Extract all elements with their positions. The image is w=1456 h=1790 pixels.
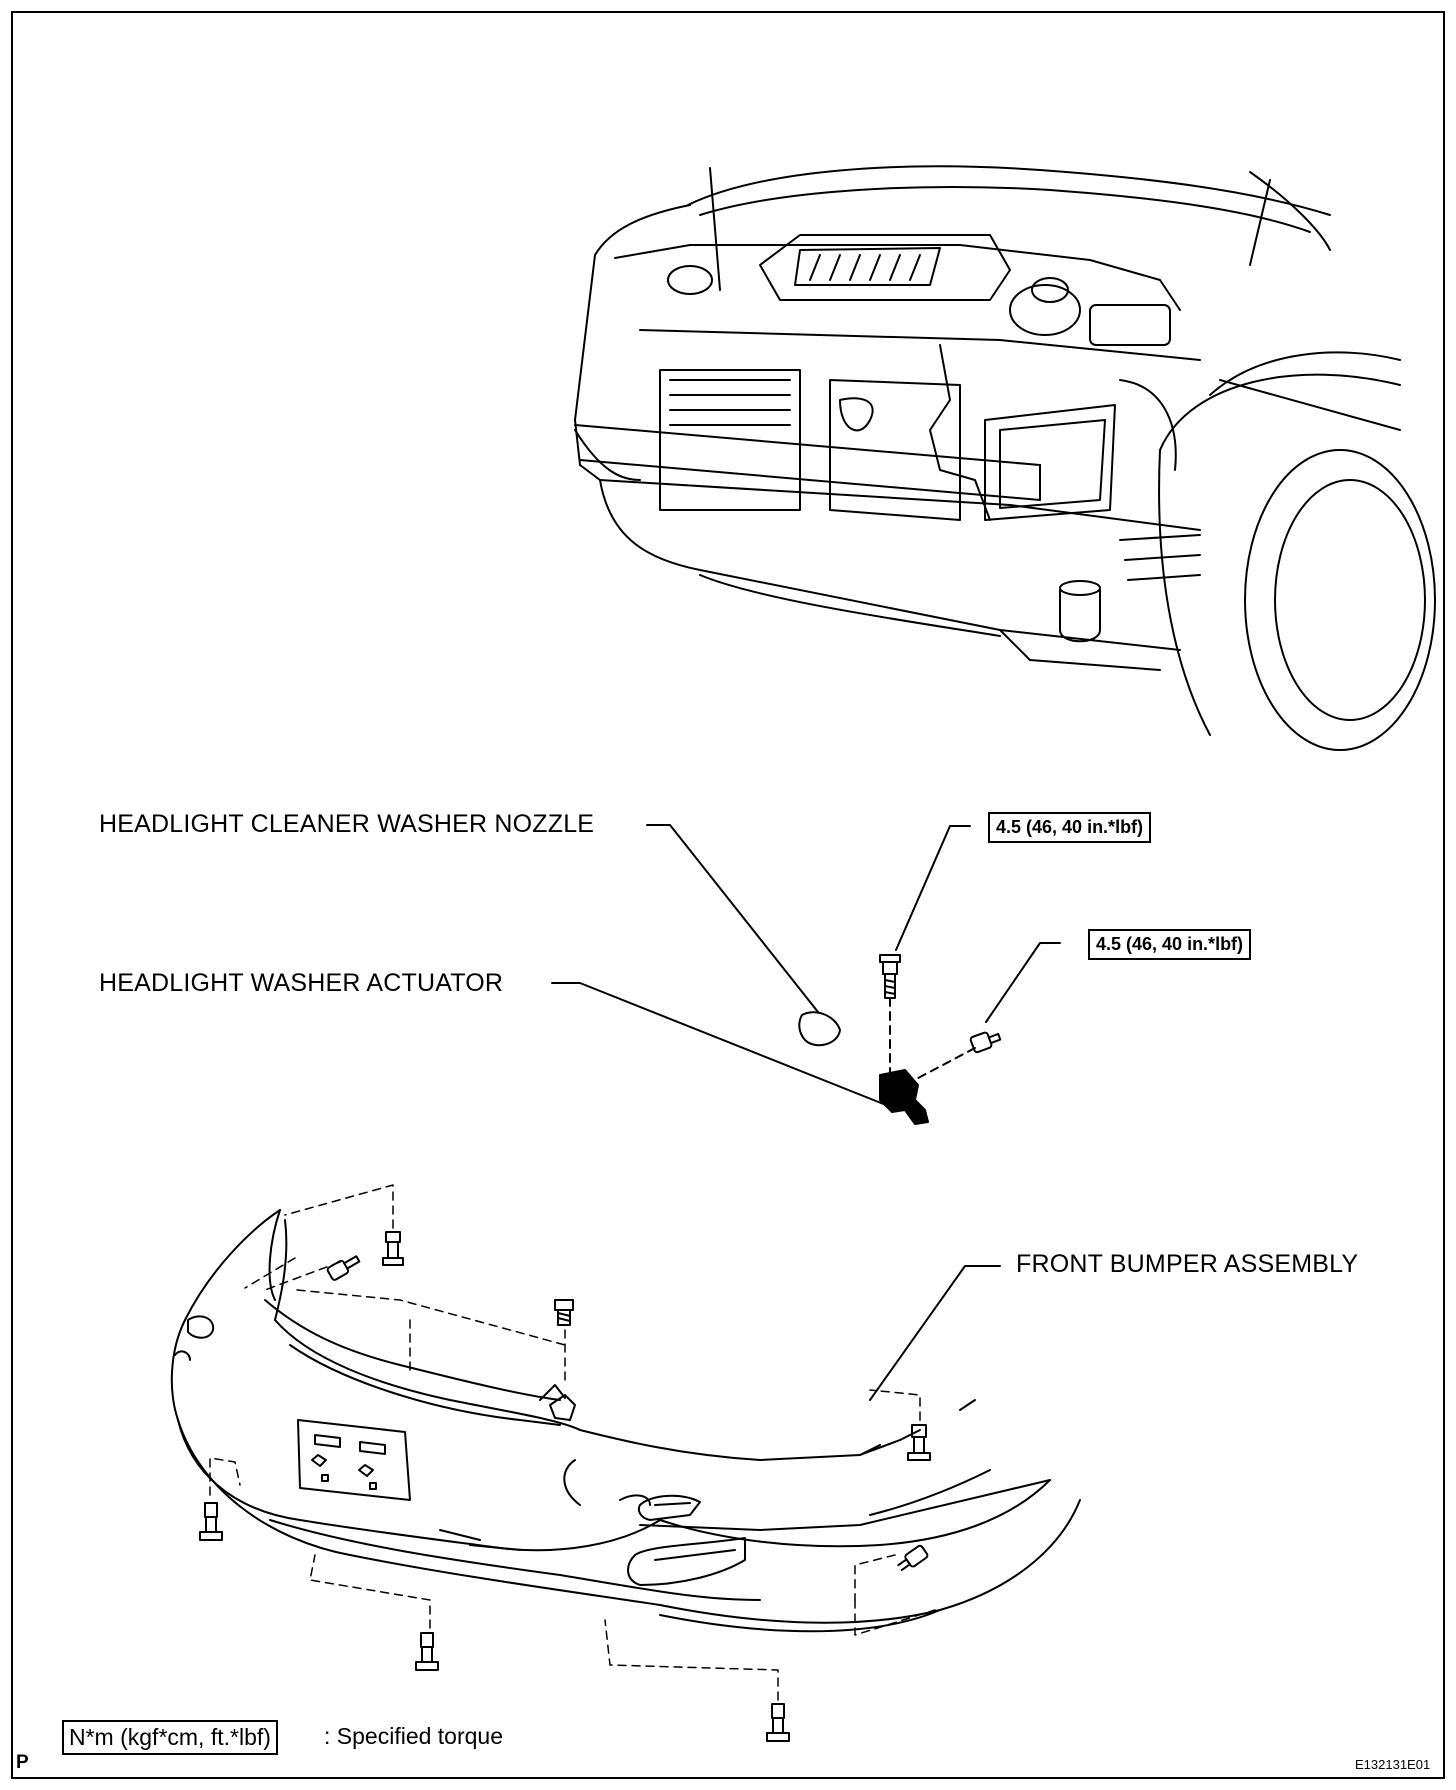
license-plate-bracket bbox=[297, 1419, 411, 1501]
bolt-lower-center bbox=[415, 1632, 439, 1671]
corner-mark: P bbox=[16, 1752, 29, 1773]
vehicle-front-illustration bbox=[574, 165, 1436, 751]
torque-legend-description: : Specified torque bbox=[324, 1723, 504, 1749]
diagram-frame bbox=[11, 11, 1445, 1779]
washer-nozzle-part bbox=[798, 1011, 841, 1047]
front-bumper-illustration bbox=[170, 1209, 1081, 1633]
label-headlight-cleaner-washer-nozzle: HEADLIGHT CLEANER WASHER NOZZLE bbox=[99, 810, 595, 838]
bolt-right-vertical bbox=[907, 1424, 931, 1461]
bumper-fasteners bbox=[199, 1231, 931, 1742]
actuator-bolt-angled bbox=[969, 1031, 1002, 1054]
headlight-washer-parts bbox=[798, 954, 1002, 1125]
label-front-bumper-assembly: FRONT BUMPER ASSEMBLY bbox=[1016, 1250, 1359, 1278]
figure-id: E132131E01 bbox=[1355, 1757, 1431, 1772]
bolt-top-left-angled bbox=[326, 1255, 361, 1281]
actuator-bolt-vertical bbox=[879, 954, 901, 999]
bolt-lower-left bbox=[199, 1502, 223, 1541]
torque-units-legend-box: N*m (kgf*cm, ft.*lbf) bbox=[62, 1720, 278, 1755]
bolt-right-angled bbox=[897, 1544, 929, 1572]
bolt-top-left-vertical bbox=[382, 1231, 404, 1266]
leader-lines bbox=[551, 824, 1061, 1401]
torque-spec-upper: 4.5 (46, 40 in.*lbf) bbox=[988, 812, 1152, 843]
clip-screw-top bbox=[554, 1299, 574, 1326]
label-headlight-washer-actuator: HEADLIGHT WASHER ACTUATOR bbox=[99, 969, 504, 997]
bolt-bottom-center bbox=[766, 1703, 790, 1742]
torque-spec-lower: 4.5 (46, 40 in.*lbf) bbox=[1088, 929, 1252, 960]
installation-dashed-lines bbox=[209, 1184, 936, 1701]
washer-actuator-part bbox=[879, 1069, 929, 1125]
